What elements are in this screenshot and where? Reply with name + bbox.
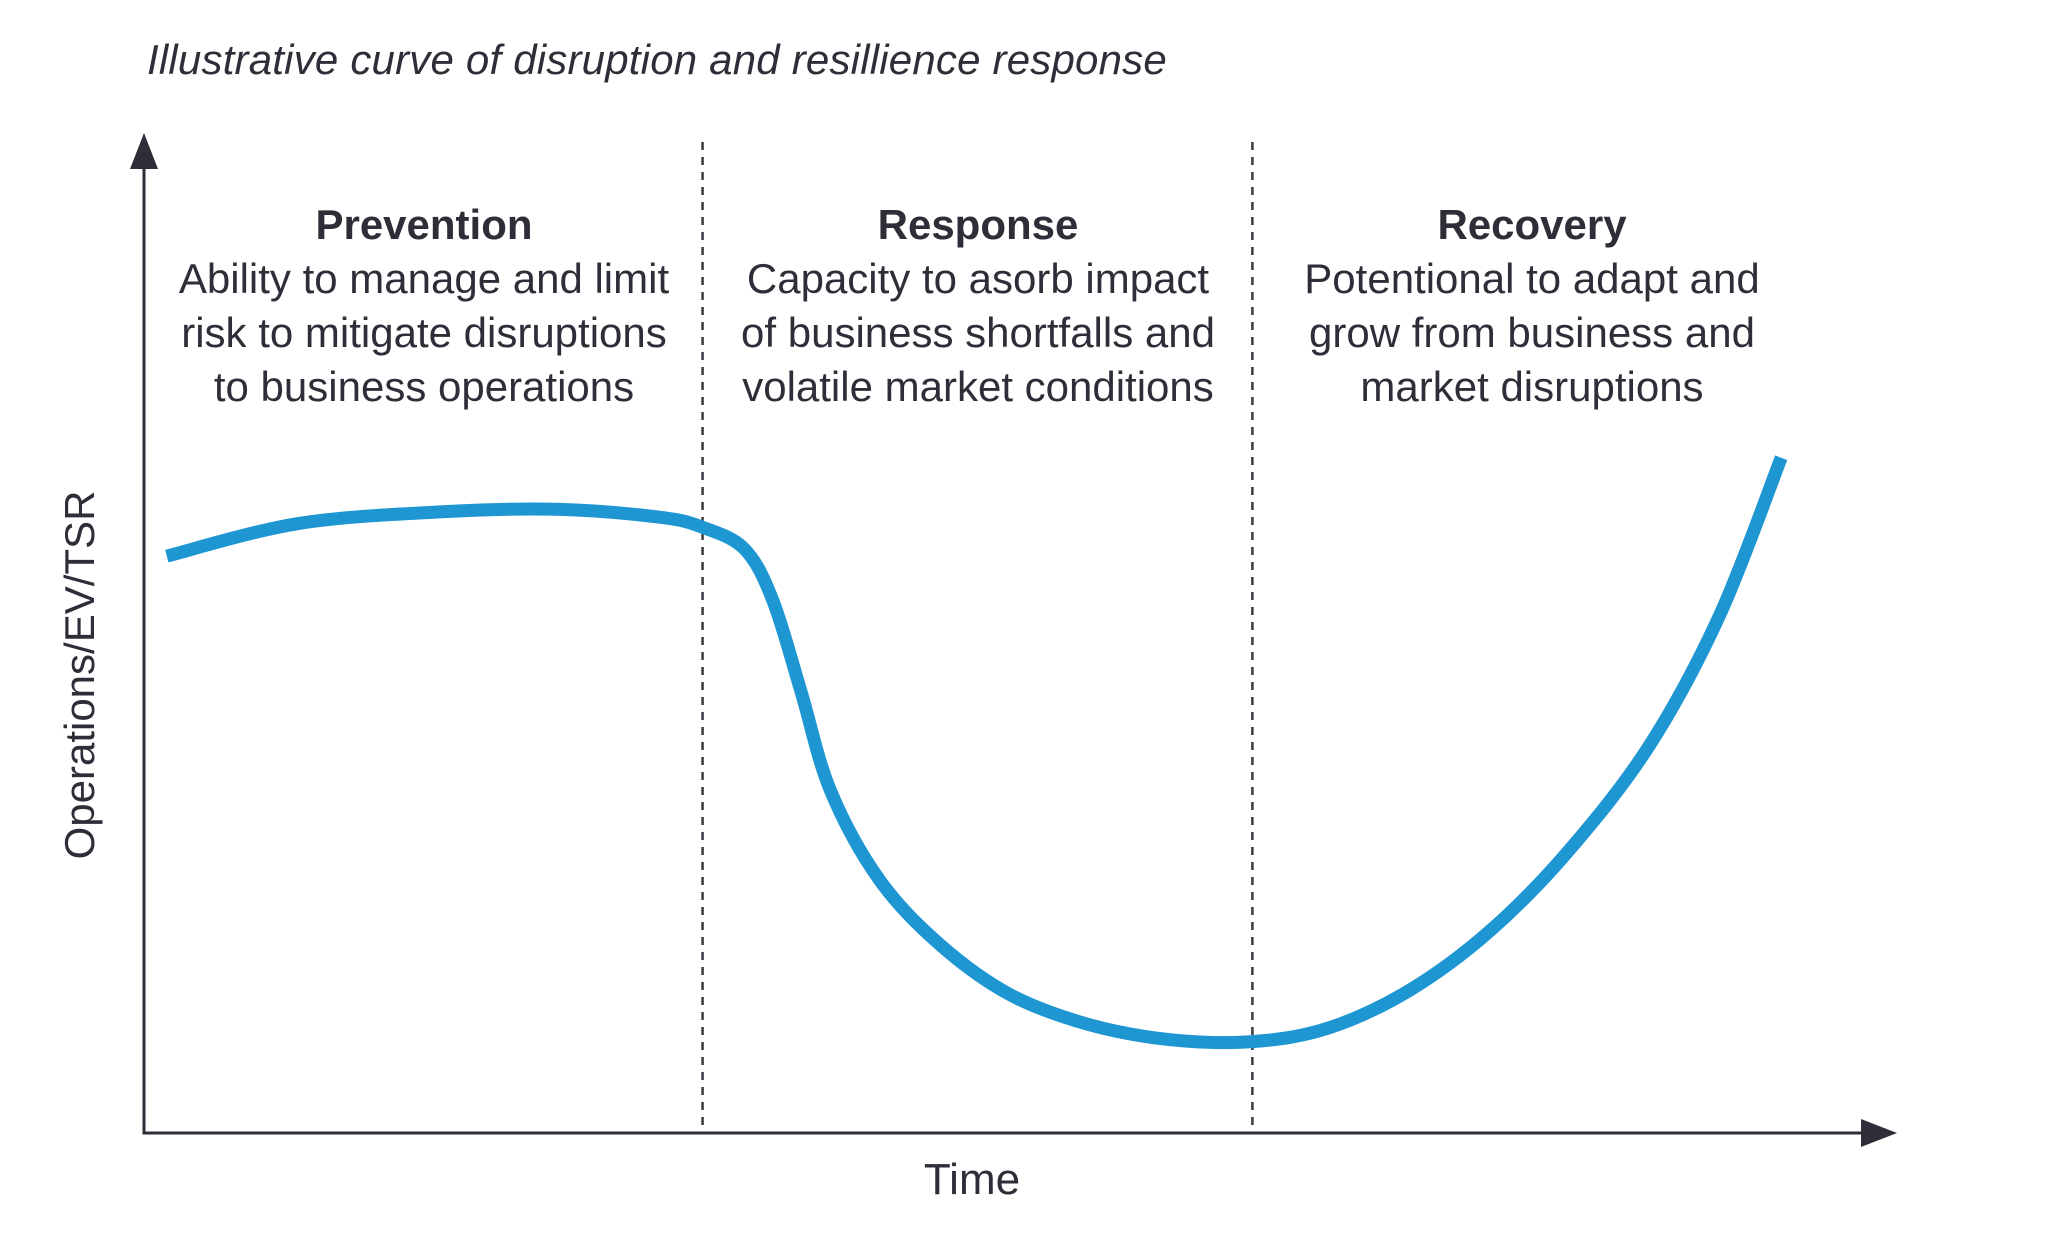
phase-description-response: Capacity to asorb impact of business sho…	[741, 255, 1215, 410]
chart-title: Illustrative curve of disruption and res…	[147, 36, 1167, 83]
x-axis-label: Time	[923, 1155, 1021, 1204]
phase-heading-response: Response	[877, 201, 1079, 248]
phase-heading-recovery: Recovery	[1437, 201, 1627, 248]
x-axis-arrow-icon	[1861, 1119, 1897, 1147]
phase-description-prevention: Ability to manage and limit risk to miti…	[178, 255, 670, 410]
y-axis-arrow-icon	[130, 133, 158, 169]
chart-generated-layer	[165, 142, 1788, 1131]
phase-annotation-prevention: Prevention Ability to manage and limit r…	[114, 198, 734, 414]
resilience-curve	[165, 455, 1788, 1050]
phase-annotation-recovery: Recovery Potentional to adapt and grow f…	[1222, 198, 1842, 414]
phase-heading-prevention: Prevention	[315, 201, 533, 248]
phase-annotation-response: Response Capacity to asorb impact of bus…	[668, 198, 1288, 414]
phase-description-recovery: Potentional to adapt and grow from busin…	[1304, 255, 1760, 410]
